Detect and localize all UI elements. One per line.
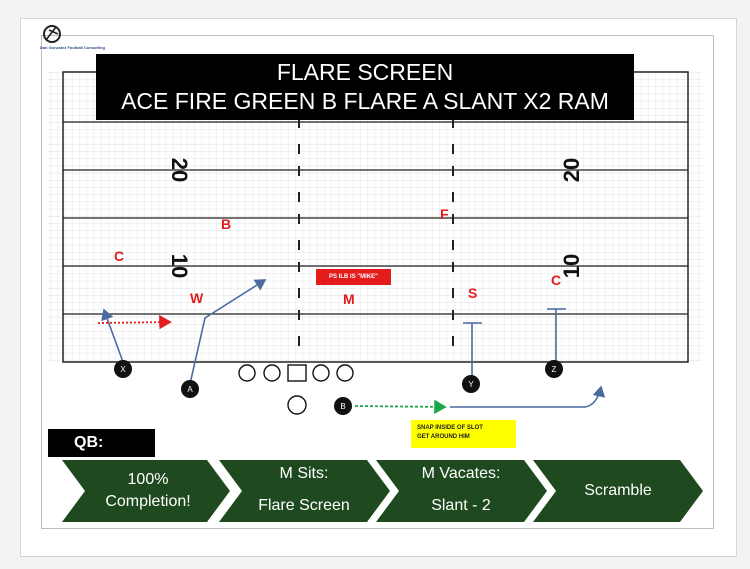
player-b-marker (334, 397, 352, 415)
quarterback-marker (287, 395, 307, 415)
player-z-label: Z (552, 365, 557, 374)
progression-chevrons: 100% Completion! M Sits: Flare Screen M … (62, 460, 703, 522)
snap-note-line1: SNAP INSIDE OF SLOT (417, 425, 483, 431)
yard-number-10-left: 10 (167, 254, 192, 278)
player-y-label: Y (468, 380, 474, 389)
qb-label: QB: (48, 429, 155, 457)
player-x-label: X (120, 365, 126, 374)
defender-s: S (468, 285, 477, 301)
defender-c-right: C (551, 272, 561, 288)
yard-number-20-right: 20 (559, 158, 584, 182)
x-motion-path (97, 314, 172, 330)
progression-step-1 (62, 460, 230, 522)
progression-2-line2: Flare Screen (258, 497, 350, 514)
yard-lines (63, 121, 688, 315)
player-x-marker (114, 360, 132, 378)
yard-number-20-left: 20 (167, 158, 192, 182)
b-motion-path (354, 399, 447, 415)
progression-3-line1: M Vacates: (422, 465, 501, 482)
progression-step-3 (376, 460, 547, 522)
defender-w: W (190, 290, 204, 306)
logo-text: Dan Gonzalez Football Consulting (40, 45, 105, 50)
play-title: FLARE SCREEN ACE FIRE GREEN B FLARE A SL… (96, 54, 634, 120)
player-a-label: A (187, 385, 193, 394)
hash-marks (298, 118, 454, 346)
player-y-marker (462, 375, 480, 393)
progression-1-line2: Completion! (105, 493, 190, 510)
player-b-label: B (340, 402, 345, 411)
a-route (189, 279, 267, 385)
progression-4-line1: Scramble (584, 482, 652, 499)
logo-mark (43, 25, 61, 43)
yard-number-10-right: 10 (559, 254, 584, 278)
player-a-marker (181, 380, 199, 398)
snap-note-line2: GET AROUND HIM (417, 434, 470, 440)
defender-f: F (440, 206, 449, 222)
x-route (101, 308, 124, 363)
defender-c-left: C (114, 248, 124, 264)
defender-b: B (221, 216, 231, 232)
b-flare-route (450, 385, 606, 408)
snap-note: SNAP INSIDE OF SLOT GET AROUND HIM (411, 420, 516, 448)
progression-step-2 (219, 460, 390, 522)
progression-2-line1: M Sits: (280, 465, 329, 482)
offensive-line (238, 364, 354, 382)
play-call: ACE FIRE GREEN B FLARE A SLANT X2 RAM (121, 88, 609, 114)
mike-note: PS ILB IS "MIKE" (316, 269, 391, 285)
player-z-marker (545, 360, 563, 378)
progression-step-4 (533, 460, 703, 522)
defender-m: M (343, 291, 355, 307)
progression-3-line2: Slant - 2 (431, 497, 491, 514)
play-name: FLARE SCREEN (276, 59, 454, 85)
progression-1-line1: 100% (128, 471, 169, 488)
routes (101, 279, 606, 408)
